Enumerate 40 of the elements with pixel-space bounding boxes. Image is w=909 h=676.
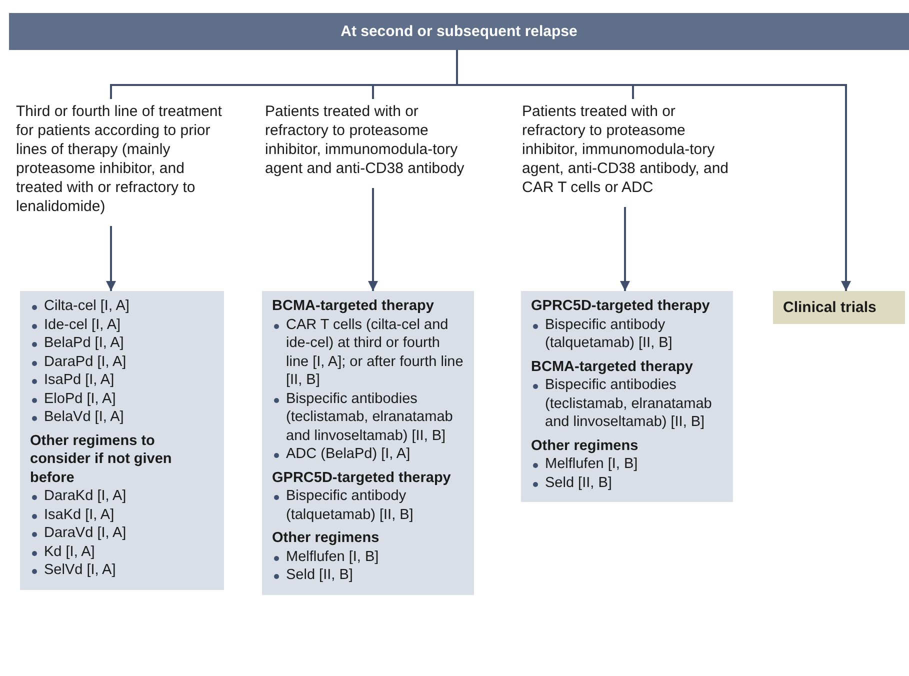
list-item: Seld [II, B] [545, 474, 612, 490]
list-item: ADC (BelaPd) [I, A] [286, 446, 410, 462]
patient-group-text: Third or fourth line of treatment for patients according to prior lines of therapy (mainly proteasome inhibitor, and treated with or refractory to lenalidomide) [16, 102, 234, 216]
recommendation-box [20, 291, 224, 590]
list-item: Bispecific antibodies (teclistamab, elranatamab and linvoseltamab) [II, B] [286, 390, 453, 444]
arrow [620, 207, 630, 291]
list-item: EloPd [I, A] [44, 390, 116, 406]
patient-group-text: Patients treated with or refractory to proteasome inhibitor, immunomodula-tory agent and anti-CD38 antibody [265, 102, 475, 178]
list-item: Cilta-cel [I, A] [44, 298, 130, 314]
list-item: Melflufen [I, B] [545, 456, 638, 472]
clinical-trials-box: Clinical trials [773, 291, 905, 324]
section-heading: GPRC5D-targeted therapy [272, 468, 452, 487]
patient-group-text: Patients treated with or refractory to proteasome inhibitor, immunomodula-tory agent, anti-CD38 antibody, and CAR T cells or ADC [522, 102, 734, 197]
list-item: DaraVd [I, A] [44, 525, 126, 541]
list-item: Ide-cel [I, A] [44, 316, 121, 332]
list-item: IsaPd [I, A] [44, 372, 114, 388]
list-item: CAR T cells (cilta-cel and ide-cel) at third or fourth line [I, A]; or after fourth line [II, B] [286, 316, 464, 388]
list-item: BelaPd [I, A] [44, 335, 124, 351]
arrow [368, 188, 378, 291]
list-item: Seld [II, B] [286, 567, 353, 583]
list-item: DaraKd [I, A] [44, 488, 126, 504]
list-item: Bispecific antibodies (teclistamab, elranatamab and linvoseltamab) [II, B] [545, 377, 712, 430]
list-item: Bispecific antibody (talquetamab) [II, B] [545, 316, 672, 351]
list-item: Melflufen [I, B] [286, 548, 379, 564]
arrow [106, 226, 116, 291]
section-heading: Other regimens [531, 436, 640, 455]
list-item: DaraPd [I, A] [44, 354, 126, 370]
section-heading: Other regimens to consider if not given before [30, 432, 173, 487]
recommendation-box [262, 291, 474, 594]
section-heading: GPRC5D-targeted therapy [531, 297, 711, 316]
header-band: At second or subsequent relapse [9, 13, 909, 50]
list-item: IsaKd [I, A] [44, 506, 114, 522]
section-heading: BCMA-targeted therapy [272, 297, 435, 316]
list-item: SelVd [I, A] [44, 562, 116, 578]
list-item: Bispecific antibody (talquetamab) [II, B] [286, 488, 414, 522]
section-heading: BCMA-targeted therapy [531, 358, 694, 376]
recommendation-box [521, 291, 733, 502]
list-item: BelaVd [I, A] [44, 409, 124, 425]
list-item: Kd [I, A] [44, 544, 95, 560]
section-heading: Other regimens [272, 529, 380, 548]
